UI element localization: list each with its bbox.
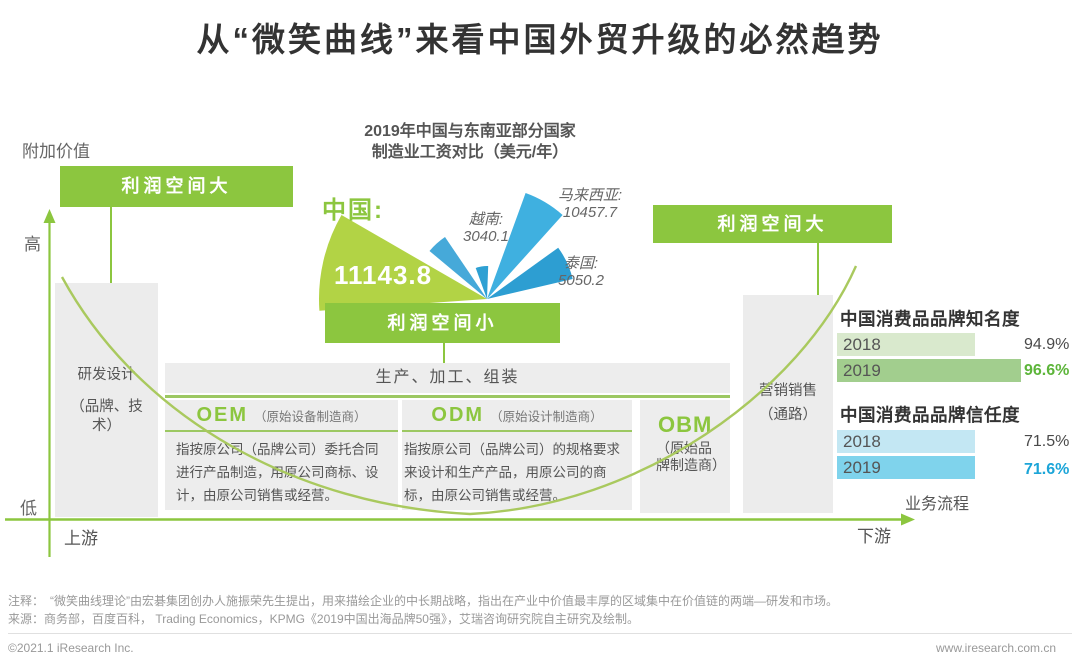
odm-panel: ODM （原始设计制造商） 指按原公司（品牌公司）的规格要求来设计和生产产品，用… (402, 400, 632, 510)
brand-awareness-title: 中国消费品品牌知名度 (840, 309, 1020, 329)
obm-fullname: （原始品牌制造商） (656, 440, 726, 473)
oem-header-underline (165, 430, 398, 432)
oem-fullname: （原始设备制造商） (254, 409, 367, 424)
fan-label-malaysia: 马来西亚: 10457.7 (548, 187, 632, 221)
production-bar: 生产、加工、组装 (165, 363, 730, 393)
profit-large-right-box: 利润空间大 (653, 205, 892, 243)
y-axis-high-label: 高 (24, 235, 41, 254)
odm-description: 指按原公司（品牌公司）的规格要求来设计和生产产品，用原公司的商标，由原公司销售或… (404, 442, 620, 503)
awareness-bar-2019: 2019 (837, 359, 1021, 382)
fan-label-china: 中国: (322, 197, 384, 224)
oem-description: 指按原公司（品牌公司）委托合同进行产品制造，用原公司商标、设计，由原公司销售或经… (176, 442, 379, 503)
fan-chart-title-line2: 制造业工资对比（美元/年） (371, 144, 569, 161)
obm-abbr: OBM (658, 412, 713, 437)
footer-copyright: ©2021.1 iResearch Inc. (8, 641, 134, 655)
trust-bar-2019-label: 2019 (843, 458, 881, 477)
awareness-bar-2018-label: 2018 (843, 335, 881, 354)
oem-header: OEM （原始设备制造商） (165, 400, 398, 430)
footnote-source: 来源：商务部，百度百科， Trading Economics，KPMG《2019… (8, 612, 639, 626)
awareness-bar-2019-label: 2019 (843, 361, 881, 380)
fan-wedge-decorative (475, 265, 489, 299)
profit-small-box: 利润空间小 (325, 303, 560, 343)
oem-abbr: OEM (196, 403, 249, 426)
fan-label-vietnam: 越南: 3040.1 (452, 211, 520, 245)
x-axis-arrowhead (901, 513, 915, 526)
fan-wedge-vietnam (429, 237, 487, 299)
x-axis-upstream-label: 上游 (64, 529, 98, 548)
rd-design-box: 研发设计 （品牌、技术） (55, 283, 158, 517)
trust-bar-2018: 2018 (837, 430, 975, 453)
marketing-box: 营销销售 （通路） (743, 295, 833, 513)
fan-label-malaysia-value: 10457.7 (562, 203, 618, 221)
odm-header-underline (402, 430, 632, 432)
fan-label-vietnam-value: 3040.1 (463, 227, 509, 245)
awareness-value-2019: 96.6% (1024, 362, 1070, 379)
marketing-label: 营销销售 (759, 383, 817, 399)
trust-bar-2019: 2019 (837, 456, 975, 479)
trust-bar-2018-label: 2018 (843, 432, 881, 451)
rd-design-label: 研发设计 (77, 367, 136, 383)
trust-value-2019: 71.6% (1024, 461, 1070, 478)
brand-trust-title: 中国消费品品牌信任度 (840, 405, 1020, 425)
rd-design-sublabel: （品牌、技术） (70, 399, 143, 434)
footnote-note: 注释： “微笑曲线理论”由宏碁集团创办人施振荣先生提出，用来描绘企业的中长期战略… (8, 594, 838, 608)
awareness-value-2018: 94.9% (1024, 336, 1070, 353)
production-bar-underline (165, 395, 730, 398)
fan-value-china: 11143.8 (334, 260, 433, 290)
odm-header: ODM （原始设计制造商） (402, 400, 632, 430)
odm-fullname: （原始设计制造商） (490, 409, 603, 424)
x-axis-downstream-label: 下游 (857, 527, 891, 546)
profit-large-left-box: 利润空间大 (60, 166, 293, 207)
fan-label-vietnam-name: 越南: (468, 211, 504, 228)
page-title: 从“微笑曲线”来看中国外贸升级的必然趋势 (196, 21, 884, 58)
marketing-sublabel: （通路） (759, 407, 817, 423)
fan-chart-title: 2019年中国与东南亚部分国家 制造业工资对比（美元/年） (330, 121, 610, 163)
trust-value-2018: 71.5% (1024, 433, 1070, 450)
fan-label-thailand-value: 5050.2 (558, 271, 604, 289)
odm-abbr: ODM (431, 403, 485, 426)
awareness-bar-2018: 2018 (837, 333, 975, 356)
footer-website: www.iresearch.com.cn (936, 641, 1057, 655)
fan-label-thailand-name: 泰国: (563, 255, 599, 272)
obm-panel: OBM （原始品牌制造商） (640, 400, 730, 513)
footer-divider (8, 633, 1072, 634)
y-axis-arrowhead (43, 209, 56, 223)
oem-panel: OEM （原始设备制造商） 指按原公司（品牌公司）委托合同进行产品制造，用原公司… (165, 400, 398, 510)
fan-chart-title-line1: 2019年中国与东南亚部分国家 (364, 123, 576, 140)
x-axis-title: 业务流程 (905, 496, 970, 513)
fan-label-thailand: 泰国: 5050.2 (549, 255, 613, 289)
fan-label-malaysia-name: 马来西亚: (557, 187, 623, 204)
y-axis-title: 附加价值 (22, 142, 90, 161)
y-axis-low-label: 低 (20, 499, 37, 518)
